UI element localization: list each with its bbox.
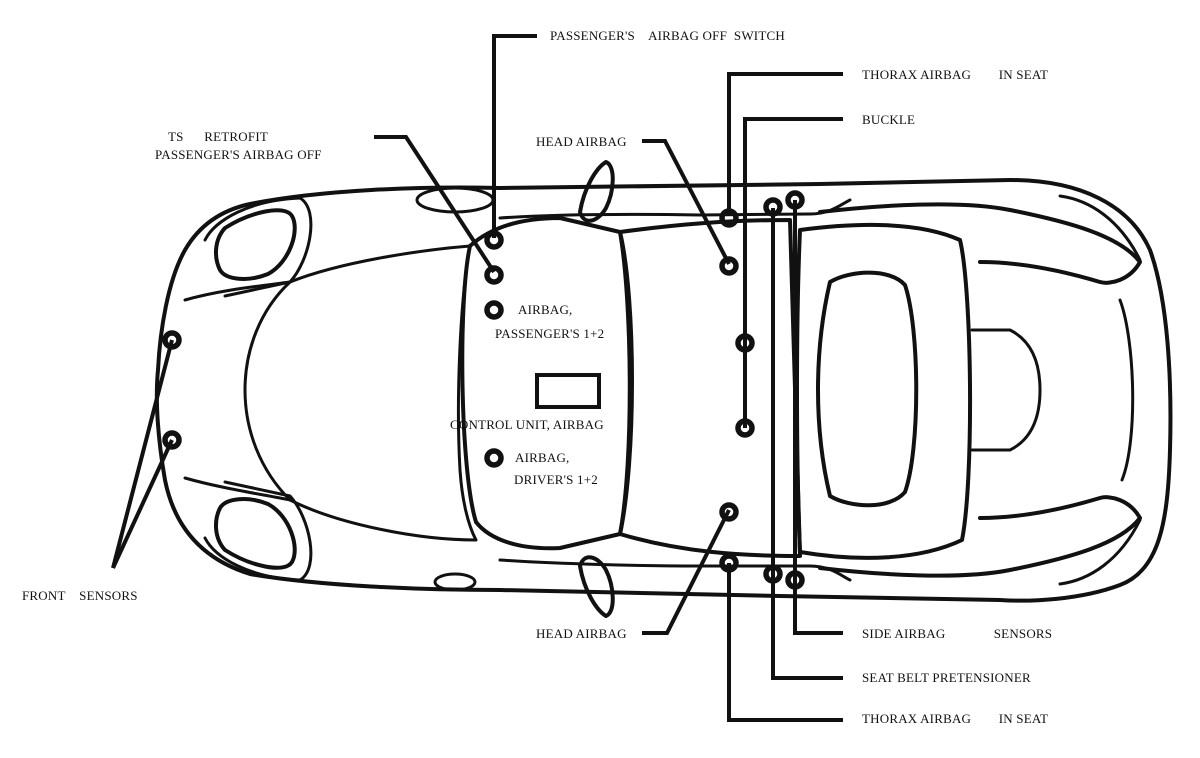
marker-buckle-lower [735,418,755,438]
leader-buckle [743,117,843,428]
marker-side-airbag-sensor-upper [785,190,805,210]
headlight-upper-housing [203,196,313,298]
marker-side-airbag-sensor-lower [785,570,805,590]
control-unit-airbag-box [535,373,601,409]
label-head-airbag-bottom: HEAD AIRBAG [536,626,627,641]
label-passenger-airbag-off-switch: PASSENGER'S AIRBAG OFF SWITCH [550,28,785,43]
leader-thorax-airbag-top [727,72,843,216]
windshield [460,216,632,551]
marker-front-sensor-upper [162,330,182,350]
leader-seat-belt-pretensioner [771,208,843,680]
marker-ts-retrofit [484,265,504,285]
label-airbag-driver-line1: AIRBAG, [515,450,570,465]
rear-fender-upper-inner [1058,194,1142,262]
headlight-upper [214,208,297,281]
car-top-view [154,160,1173,618]
label-front-sensors: FRONT SENSORS [22,588,138,603]
label-buckle: BUCKLE [862,112,916,127]
leader-front-sensor-upper [111,339,174,569]
door-line-upper [498,198,852,220]
rear-hump [970,328,1042,452]
marker-thorax-airbag-top [719,208,739,228]
label-airbag-passenger-line1: AIRBAG, [518,302,573,317]
leader-front-sensor-lower [111,439,174,569]
label-side-airbag-sensors: SIDE AIRBAG SENSORS [862,626,1053,641]
label-airbag-driver-line2: DRIVER'S 1+2 [514,472,598,487]
label-ts-retrofit-line2: PASSENGER'S AIRBAG OFF [155,147,322,162]
car-body-outline [154,178,1173,603]
label-control-unit-airbag: CONTROL UNIT, AIRBAG [450,417,604,432]
rear-fender-lower-inner [1058,518,1142,586]
label-seat-belt-pretensioner: SEAT BELT PRETENSIONER [862,670,1031,685]
marker-head-airbag-top [719,256,739,276]
cabin-outline [618,218,802,558]
marker-seat-belt-pretensioner-lower [763,564,783,584]
marker-head-airbag-bottom [719,502,739,522]
marker-passenger-airbag-off-switch [484,230,504,250]
mirror-upper [578,160,615,223]
leader-passenger-airbag-off-switch [492,34,537,238]
hood-outline [243,244,478,542]
rear-fender-lower [818,495,1142,578]
marker-airbag-passenger [484,300,504,320]
marker-front-sensor-lower [162,430,182,450]
fender-vent-upper [415,186,495,214]
hood-inner-line [183,280,292,502]
marker-airbag-driver [484,448,504,468]
mirror-lower [578,555,615,618]
marker-seat-belt-pretensioner-upper [763,197,783,217]
leader-thorax-airbag-bottom [727,563,843,722]
leader-ts-retrofit [374,135,496,274]
label-airbag-passenger-line2: PASSENGER'S 1+2 [495,326,605,341]
label-ts-retrofit-line1: TS RETROFIT [168,129,268,144]
leader-side-airbag-sensors [793,200,843,635]
leader-head-airbag-bottom [642,509,731,635]
rear-seat-cutout [816,270,919,508]
rear-deck [795,222,973,560]
rear-bumper [1118,298,1135,482]
marker-buckle-upper [735,333,755,353]
label-thorax-airbag-top: THORAX AIRBAG IN SEAT [862,67,1049,82]
leader-lines [111,34,843,722]
label-thorax-airbag-bottom: THORAX AIRBAG IN SEAT [862,711,1049,726]
headlight-lower [214,497,297,570]
marker-thorax-airbag-bottom [719,553,739,573]
door-line-lower [498,558,852,582]
headlight-lower-housing [203,480,313,582]
label-head-airbag-top: HEAD AIRBAG [536,134,627,149]
component-markers [162,190,805,590]
fender-vent-lower [433,572,477,592]
leader-head-airbag-top [642,139,731,265]
rear-fender-upper [818,202,1142,285]
